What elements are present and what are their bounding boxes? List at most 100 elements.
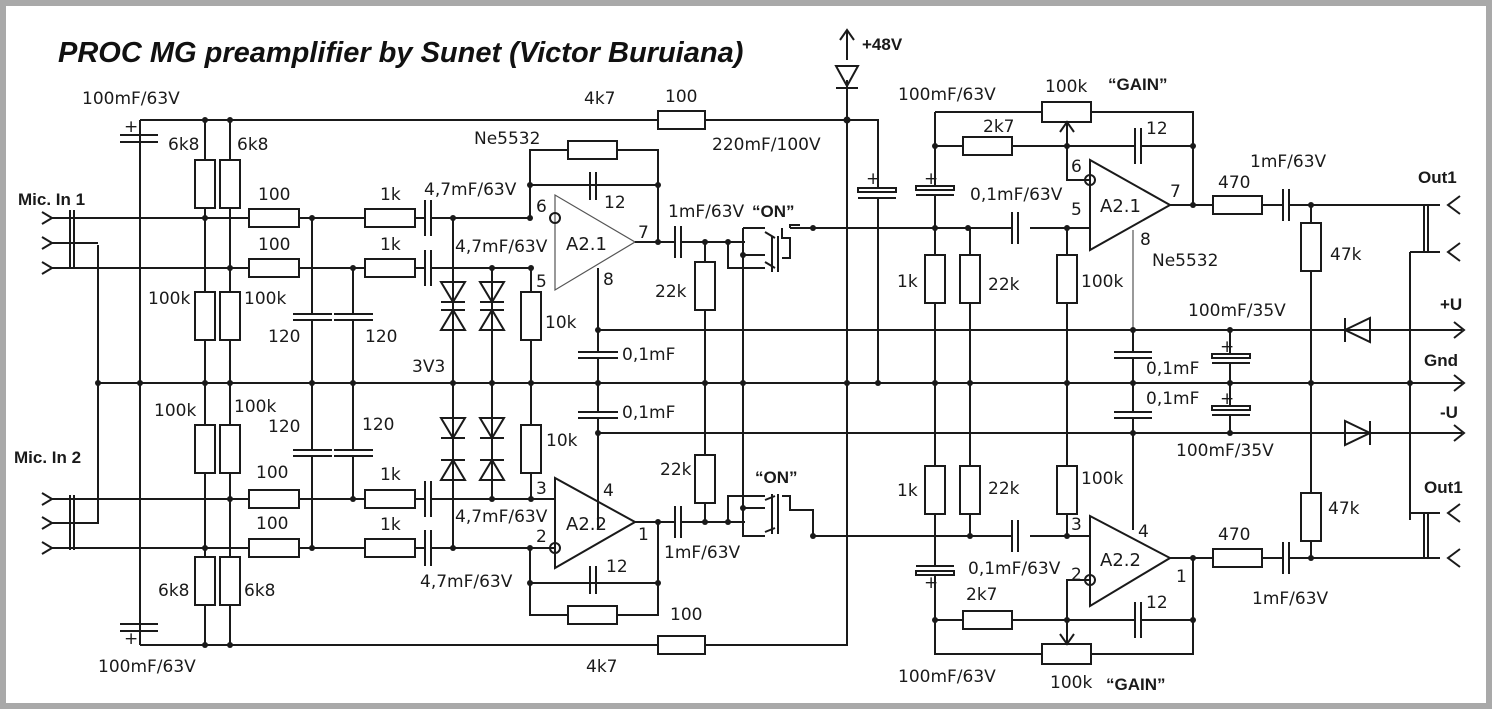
svg-text:100mF/63V: 100mF/63V	[82, 89, 180, 109]
gnd-label: Gnd	[1424, 351, 1458, 370]
svg-text:4,7mF/63V: 4,7mF/63V	[455, 507, 548, 527]
svg-text:12: 12	[1146, 119, 1168, 139]
svg-text:6: 6	[536, 197, 547, 217]
svg-text:Ne5532: Ne5532	[1152, 251, 1218, 271]
svg-text:1k: 1k	[380, 465, 401, 485]
svg-text:Ne5532: Ne5532	[474, 129, 540, 149]
svg-text:0,1mF: 0,1mF	[1146, 359, 1199, 379]
svg-text:4,7mF/63V: 4,7mF/63V	[455, 237, 548, 257]
on-switch-top[interactable]: “ON”	[725, 202, 878, 386]
mic-in-2-label: Mic. In 2	[14, 448, 81, 467]
svg-text:2: 2	[536, 527, 547, 547]
out-bottom-label: Out1	[1424, 478, 1463, 497]
gain-bottom-label[interactable]: “GAIN”	[1106, 675, 1166, 694]
svg-text:0,1mF: 0,1mF	[622, 403, 675, 423]
svg-text:+: +	[924, 169, 938, 189]
svg-text:4k7: 4k7	[586, 657, 617, 677]
svg-text:4: 4	[603, 481, 614, 501]
svg-text:0,1mF/63V: 0,1mF/63V	[970, 185, 1063, 205]
schematic-title: PROC MG preamplifier by Sunet (Victor Bu…	[58, 37, 743, 69]
svg-text:470: 470	[1218, 525, 1250, 545]
opamp-a22-left: A2.2 3 2 1 4 12 100 1mF/63V 22k	[527, 380, 745, 625]
svg-text:1k: 1k	[897, 272, 918, 292]
svg-text:100: 100	[258, 185, 290, 205]
svg-text:6k8: 6k8	[244, 581, 275, 601]
svg-text:120: 120	[268, 327, 300, 347]
svg-text:2: 2	[1071, 565, 1082, 585]
svg-text:1k: 1k	[380, 235, 401, 255]
input-1: Mic. In 1 100mF/63V + 6k8 6k8 100 100 1k…	[18, 89, 577, 383]
svg-text:8: 8	[1140, 230, 1151, 250]
svg-text:2k7: 2k7	[983, 117, 1014, 137]
svg-text:100: 100	[258, 235, 290, 255]
svg-text:+: +	[1220, 337, 1234, 357]
svg-text:100mF/63V: 100mF/63V	[98, 657, 196, 677]
svg-text:100k: 100k	[154, 401, 196, 421]
svg-text:3: 3	[536, 479, 547, 499]
svg-text:A2.2: A2.2	[566, 514, 607, 535]
svg-text:3V3: 3V3	[412, 357, 445, 377]
phantom-resistors: 100 4k7 4k7	[584, 87, 881, 677]
svg-text:100mF/35V: 100mF/35V	[1176, 441, 1274, 461]
decoupling-left: 0,1mF 0,1mF	[578, 330, 675, 530]
svg-text:3: 3	[1071, 515, 1082, 535]
right-stage-top: 0,1mF/63V + 100mF/63V 1k 22k 100k 100k “…	[815, 75, 1461, 520]
svg-text:2k7: 2k7	[966, 585, 997, 605]
svg-text:A2.1: A2.1	[1100, 196, 1141, 217]
svg-text:A2.2: A2.2	[1100, 550, 1141, 571]
svg-text:12: 12	[604, 193, 626, 213]
gain-top-label[interactable]: “GAIN”	[1108, 75, 1168, 94]
svg-text:1: 1	[1176, 567, 1187, 587]
svg-text:10k: 10k	[546, 431, 578, 451]
svg-text:22k: 22k	[988, 479, 1020, 499]
right-stage-bottom: 0,1mF/63V 1k 22k 100k + 100mF/63V 2k7 12…	[878, 383, 1463, 694]
on-switch-bottom[interactable]: “ON”	[725, 383, 878, 539]
svg-text:1mF/63V: 1mF/63V	[1252, 589, 1329, 609]
svg-text:120: 120	[365, 327, 397, 347]
svg-text:22k: 22k	[988, 275, 1020, 295]
svg-text:4k7: 4k7	[584, 89, 615, 109]
on-switch-top-label: “ON”	[752, 202, 795, 221]
svg-text:100k: 100k	[1045, 77, 1087, 97]
svg-text:4,7mF/63V: 4,7mF/63V	[424, 180, 517, 200]
svg-text:220mF/100V: 220mF/100V	[712, 135, 821, 155]
svg-text:10k: 10k	[545, 313, 577, 333]
svg-text:12: 12	[1146, 593, 1168, 613]
svg-text:5: 5	[1071, 200, 1082, 220]
svg-text:100k: 100k	[244, 289, 286, 309]
svg-text:100: 100	[665, 87, 697, 107]
svg-text:100mF/35V: 100mF/35V	[1188, 301, 1286, 321]
svg-text:+: +	[1220, 389, 1234, 409]
svg-text:6k8: 6k8	[168, 135, 199, 155]
svg-text:0,1mF: 0,1mF	[622, 345, 675, 365]
svg-text:0,1mF/63V: 0,1mF/63V	[968, 559, 1061, 579]
phantom-supply: +48V	[834, 28, 903, 124]
svg-text:+: +	[124, 117, 138, 137]
svg-text:1mF/63V: 1mF/63V	[1250, 152, 1327, 172]
power-inputs: +U Gnd -U 0,1mF 0,1mF + + 100mF/35V 100m…	[1114, 295, 1466, 530]
svg-text:1mF/63V: 1mF/63V	[668, 202, 745, 222]
svg-text:1mF/63V: 1mF/63V	[664, 543, 741, 563]
svg-text:100: 100	[670, 605, 702, 625]
svg-text:120: 120	[362, 415, 394, 435]
out-top-label: Out1	[1418, 168, 1457, 187]
plus-u-label: +U	[1440, 295, 1462, 314]
svg-text:100k: 100k	[1081, 272, 1123, 292]
svg-text:A2.1: A2.1	[566, 234, 607, 255]
svg-text:4: 4	[1138, 522, 1149, 542]
svg-text:1k: 1k	[897, 481, 918, 501]
svg-text:100: 100	[256, 514, 288, 534]
svg-text:120: 120	[268, 417, 300, 437]
svg-text:+: +	[866, 169, 880, 189]
svg-text:4,7mF/63V: 4,7mF/63V	[420, 572, 513, 592]
input-2: Mic. In 2 100k 100k 100 100 120 120 1k 1…	[14, 380, 578, 677]
svg-text:22k: 22k	[655, 282, 687, 302]
svg-text:100k: 100k	[148, 289, 190, 309]
svg-text:1k: 1k	[380, 515, 401, 535]
svg-text:8: 8	[603, 270, 614, 290]
svg-text:100mF/63V: 100mF/63V	[898, 85, 996, 105]
on-switch-bottom-label: “ON”	[755, 468, 798, 487]
svg-text:7: 7	[638, 223, 649, 243]
svg-text:6k8: 6k8	[237, 135, 268, 155]
